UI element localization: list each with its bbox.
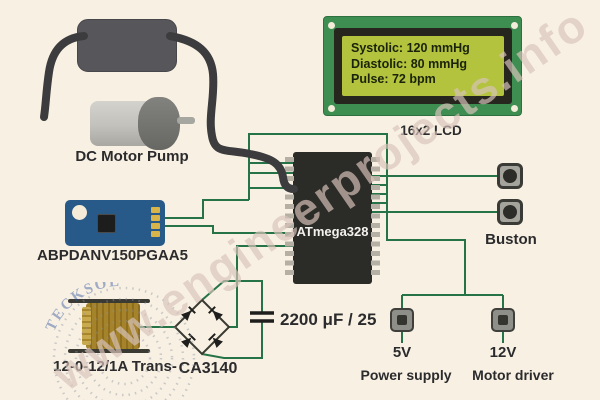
lcd-line-systolic: Systolic: 120 mmHg (351, 41, 470, 55)
transformer-coil (86, 303, 140, 349)
dc-motor-shaft (177, 117, 195, 124)
mcu-pins-left (285, 157, 294, 279)
mcu-chip: ATmega328 (285, 152, 380, 284)
sensor-die (97, 214, 116, 233)
transformer-core-top (68, 299, 150, 303)
push-button-2 (497, 199, 523, 225)
capacitor-label: 2200 μF / 25 (280, 310, 377, 329)
push-button-1 (497, 163, 523, 189)
button-cap (503, 169, 517, 183)
supply-5v-label: Power supply (360, 367, 452, 383)
opamp-label: CA3140 (178, 360, 238, 377)
lcd-line-diastolic: Diastolic: 80 mmHg (351, 56, 468, 71)
wire-cap-bottom (201, 322, 263, 359)
wire-lcd-bus (248, 133, 504, 309)
transformer-core-bottom (68, 349, 150, 353)
sensor-pad (151, 231, 160, 237)
lcd-bezel: Systolic: 120 mmHg Diastolic: 80 mmHg Pu… (334, 28, 512, 104)
lcd-module: Systolic: 120 mmHg Diastolic: 80 mmHg Pu… (323, 16, 522, 116)
sensor-label: ABPDANV150PGAA5 (37, 247, 188, 264)
pressure-sensor-board (65, 200, 165, 246)
wire-module-stubs (401, 332, 504, 343)
pump-bladder (77, 19, 177, 72)
pump-label: DC Motor Pump (75, 148, 189, 165)
sensor-pad (151, 207, 160, 213)
button-cap (503, 205, 517, 219)
lcd-screen: Systolic: 120 mmHg Diastolic: 80 mmHg Pu… (342, 36, 504, 96)
power-module-5v (390, 308, 414, 332)
wire-chip-bridge (229, 245, 293, 328)
sensor-mount-hole (72, 205, 87, 220)
supply-12v-voltage: 12V (489, 344, 517, 361)
lcd-line-pulse: Pulse: 72 bpm (351, 72, 436, 86)
lcd-hole (328, 105, 335, 112)
capacitor-symbol (250, 311, 274, 323)
dc-motor-cap (138, 97, 180, 150)
pump-tube-right (166, 32, 298, 193)
bridge-rectifier-symbol (173, 298, 231, 356)
sensor-pad (151, 215, 160, 221)
sensor-pad (151, 223, 160, 229)
transformer-label: 12-0-12/1A Trans- (53, 358, 177, 375)
wire-cap-top (201, 280, 263, 312)
supply-5v-voltage: 5V (392, 344, 412, 361)
mcu-pins-right (371, 157, 380, 279)
pump-tube-left (40, 32, 88, 121)
module-core (498, 315, 508, 325)
lcd-label: 16x2 LCD (400, 123, 462, 138)
mcu-label: ATmega328 (296, 224, 369, 239)
lcd-hole (511, 105, 518, 112)
wire-sensor-a (160, 199, 249, 219)
transformer-winding (82, 307, 91, 345)
buttons-label: Buston (485, 231, 537, 248)
lcd-hole (511, 22, 518, 29)
wire-sensor-b (160, 225, 293, 234)
module-core (397, 315, 407, 325)
supply-12v-label: Motor driver (472, 367, 554, 383)
lcd-hole (328, 22, 335, 29)
power-module-12v (491, 308, 515, 332)
